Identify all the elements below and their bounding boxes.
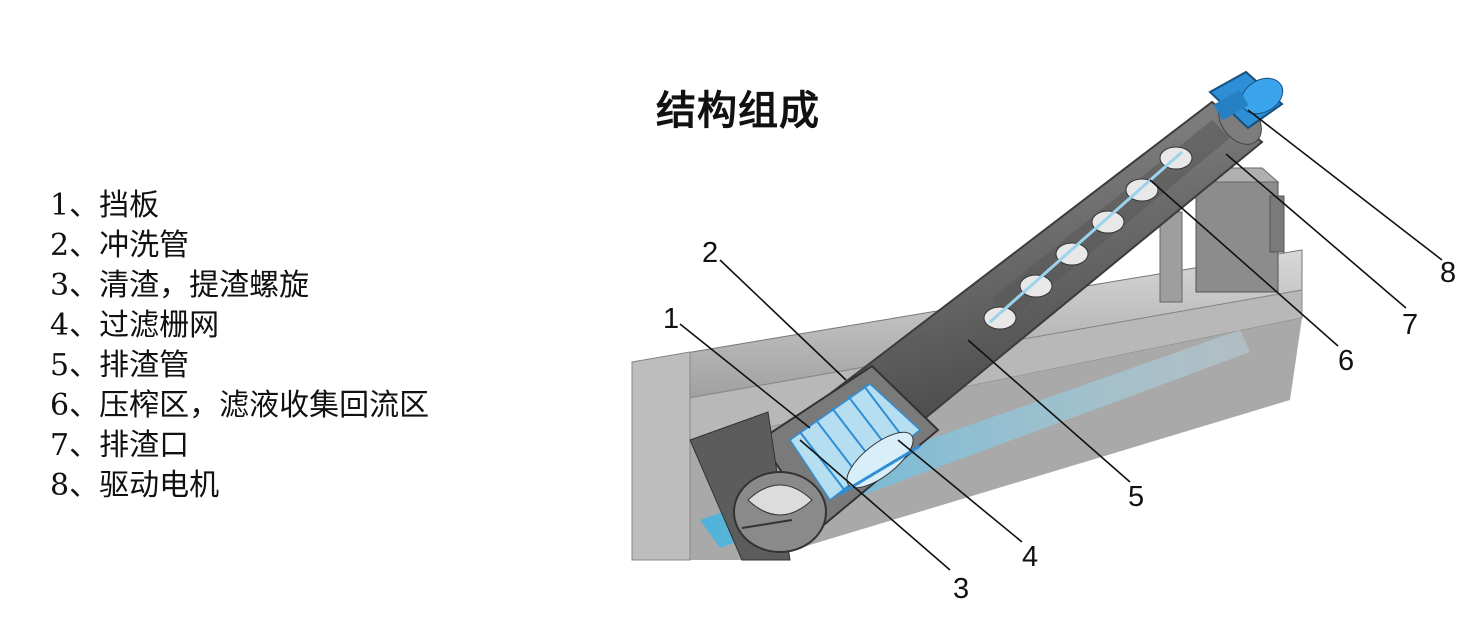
screw-flights xyxy=(983,146,1193,330)
callout-lines xyxy=(679,109,1443,571)
legend-item-press-zone: 6、压榨区，滤液收集回流区 xyxy=(50,388,430,423)
drive-motor xyxy=(1208,70,1284,130)
legend-item-discharge-outlet: 7、排渣口 xyxy=(50,428,190,463)
legend-item-filter-screen: 4、过滤栅网 xyxy=(50,308,220,343)
support-stand xyxy=(1159,167,1285,303)
callout-7: 7 xyxy=(1402,309,1418,341)
callout-4: 4 xyxy=(1022,541,1038,573)
legend-item-flush-pipe: 2、冲洗管 xyxy=(50,228,190,263)
callout-8: 8 xyxy=(1440,257,1456,289)
callout-1: 1 xyxy=(663,303,679,335)
callout-5: 5 xyxy=(1128,481,1144,513)
component-legend: 1、挡板 2、冲洗管 3、清渣，提渣螺旋 4、过滤栅网 5、排渣管 6、压榨区，… xyxy=(50,186,429,506)
page-title: 结构组成 xyxy=(656,88,820,134)
callout-6: 6 xyxy=(1338,345,1354,377)
legend-item-drive-motor: 8、驱动电机 xyxy=(50,468,220,503)
callout-2: 2 xyxy=(702,237,718,269)
legend-item-baffle: 1、挡板 xyxy=(50,188,160,223)
legend-item-discharge-tube: 5、排渣管 xyxy=(50,348,190,383)
legend-item-screw: 3、清渣，提渣螺旋 xyxy=(50,268,310,303)
callout-3: 3 xyxy=(953,573,969,605)
inlet-section xyxy=(689,411,827,561)
